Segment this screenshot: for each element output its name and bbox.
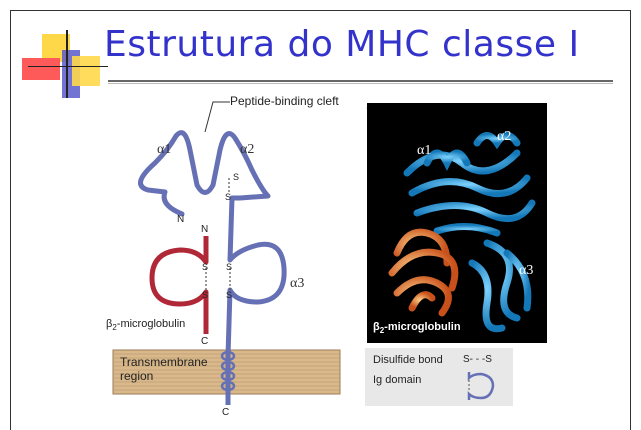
alpha3-label: α3: [290, 276, 305, 291]
c-terminus-b2m: C: [201, 336, 209, 347]
legend-disulfide-symbol: S- - -S: [463, 354, 492, 365]
photo-b2m-label: β2-microglobulin: [373, 321, 461, 335]
ig-domain-icon: [467, 372, 495, 400]
title-rule: [108, 80, 613, 82]
ribbon-structure: [388, 132, 536, 333]
n-terminus-heavy: N: [177, 214, 185, 225]
b2m-domain-ribbon: [388, 228, 459, 317]
photo-b2m-sub: 2: [379, 326, 385, 336]
heavy-chain-alpha1-alpha2: [138, 130, 271, 217]
mhc-structure-image: α1 α2 α3 β2-microglobulin: [367, 103, 547, 343]
disulfide-bonds: [205, 178, 231, 290]
logo-line-h: [28, 66, 108, 67]
photo-b2m-suffix: -microglobulin: [384, 321, 461, 333]
membrane-label: Transmembrane region: [120, 355, 208, 383]
cleft-pointer: [204, 101, 230, 133]
alpha-domains-ribbon: [403, 132, 536, 333]
s-label-1: S: [233, 172, 240, 182]
s-label-3: S: [202, 262, 209, 272]
b2m-sub: 2: [112, 323, 117, 333]
slide-frame: [10, 10, 631, 430]
photo-alpha1-label: α1: [417, 143, 432, 158]
logo-line-v: [66, 30, 68, 98]
s-label-5: S: [226, 262, 233, 272]
s-label-2: S: [225, 192, 232, 202]
c-terminus-heavy: C: [222, 407, 230, 418]
peptide-cleft-label: Peptide-binding cleft: [230, 94, 339, 108]
n-terminus-b2m: N: [201, 224, 209, 235]
logo-square-yellow-2: [72, 56, 100, 86]
title-rule-shadow: [108, 83, 613, 84]
membrane-label-line1: Transmembrane: [120, 355, 208, 369]
s-label-4: S: [202, 290, 209, 300]
b2m-chain: [149, 236, 209, 334]
b2m-label: β2-microglobulin: [106, 318, 185, 332]
b2m-suffix: -microglobulin: [116, 318, 186, 330]
alpha1-label: α1: [157, 142, 172, 157]
heavy-chain-stem: [225, 197, 287, 405]
logo-decoration: [0, 0, 110, 100]
b2m-beta: β: [106, 318, 113, 330]
legend-disulfide-label: Disulfide bond: [373, 354, 443, 366]
photo-b2m-beta: β: [373, 321, 380, 333]
photo-alpha3-label: α3: [519, 263, 534, 278]
photo-alpha2-label: α2: [497, 129, 512, 144]
s-label-6: S: [226, 290, 233, 300]
transmembrane-coil: [220, 350, 236, 392]
logo-square-red: [22, 58, 60, 80]
membrane-label-line2: region: [120, 369, 154, 383]
slide-title: Estrutura do MHC classe I: [104, 24, 580, 65]
alpha2-label: α2: [240, 142, 255, 157]
legend-box: Disulfide bond S- - -S Ig domain: [365, 348, 513, 406]
legend-ig-label: Ig domain: [373, 374, 422, 386]
